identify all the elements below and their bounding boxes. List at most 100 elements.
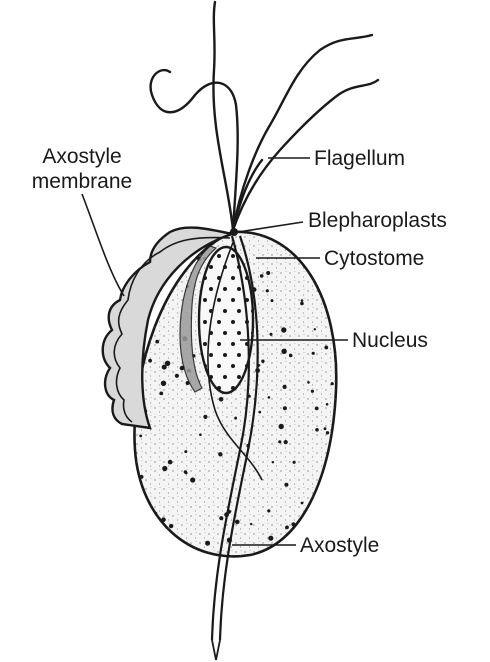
cell-granule (301, 502, 304, 505)
cell-granule (155, 312, 158, 315)
cell-granule (268, 396, 271, 399)
chromatin-dot (231, 320, 235, 324)
cell-granule (161, 381, 166, 386)
cell-granule (199, 433, 202, 436)
chromatin-dot (217, 254, 221, 258)
cell-granule (279, 424, 284, 429)
cell-granule (218, 452, 222, 456)
cell-granule (324, 427, 327, 430)
cell-granule (184, 450, 187, 453)
chromatin-dot (209, 265, 213, 269)
cell-granule (139, 435, 142, 438)
label-flagellum: Flagellum (314, 146, 405, 171)
cell-granule (283, 406, 287, 410)
cell-granule (205, 541, 210, 546)
cell-granule (234, 417, 237, 420)
chromatin-dot (237, 353, 241, 357)
axostyle-membrane-leader (82, 194, 124, 296)
chromatin-dot (231, 342, 235, 346)
label-cytostome: Cytostome (324, 246, 424, 271)
chromatin-dot (231, 276, 235, 280)
cell-granule (281, 349, 286, 354)
cell-granule (315, 428, 319, 432)
cell-granule (278, 440, 281, 443)
label-axostyle-membrane-line2: membrane (18, 169, 146, 194)
flagellum-2 (151, 70, 238, 230)
chromatin-dot (203, 298, 207, 302)
cell-granule (260, 274, 264, 278)
cell-granule (312, 352, 315, 355)
cell-granule (161, 517, 166, 522)
chromatin-dot (223, 375, 227, 379)
blepharoplasts (230, 228, 238, 236)
flagellum-1 (213, 2, 233, 230)
chromatin-dot (237, 331, 241, 335)
cell-granule (162, 466, 167, 471)
cell-granule (285, 526, 289, 530)
cell-granule (266, 289, 269, 292)
flagellum-3 (233, 35, 372, 230)
cell-granule (311, 390, 314, 393)
cell-granule (270, 333, 273, 336)
cell-granule (326, 431, 329, 434)
flagella (151, 2, 378, 230)
nucleus (199, 247, 253, 393)
chromatin-dot (237, 375, 241, 379)
cell-granule (154, 526, 157, 529)
cell-granule (281, 327, 286, 332)
cell-granule (291, 522, 295, 526)
cell-granule (140, 475, 144, 479)
chromatin-dot (223, 331, 227, 335)
cell-granule (190, 477, 195, 482)
cell-granule (283, 385, 287, 389)
cell-granule (148, 359, 152, 363)
chromatin-dot (217, 298, 221, 302)
cell-granule (315, 407, 319, 411)
cell-granule (169, 524, 173, 528)
cell-granule (272, 461, 274, 463)
cell-granule (168, 460, 173, 465)
cell-granule (300, 302, 304, 306)
cell-granule (331, 382, 334, 385)
cell-granule (268, 536, 273, 541)
chromatin-dot (231, 364, 235, 368)
cell-granule (219, 516, 223, 520)
cell-granule (271, 299, 274, 302)
chromatin-dot (217, 320, 221, 324)
chromatin-dot (231, 298, 235, 302)
cell-granule (284, 483, 288, 487)
cell-granule (307, 381, 310, 384)
cell-granule (235, 520, 240, 525)
label-axostyle-membrane: Axostyle membrane (18, 144, 146, 194)
blepharoplasts-leader (238, 222, 303, 232)
cell-granule (259, 411, 262, 414)
chromatin-dot (217, 364, 221, 368)
chromatin-dot (223, 353, 227, 357)
chromatin-dot (217, 342, 221, 346)
cell-granule (326, 526, 331, 531)
cell-granule (284, 440, 288, 444)
chromatin-dot (237, 287, 241, 291)
chromatin-dot (231, 254, 235, 258)
cell-granule (332, 446, 335, 449)
chromatin-dot (209, 353, 213, 357)
label-axostyle: Axostyle (300, 533, 379, 558)
chromatin-dot (223, 287, 227, 291)
cell-granule (326, 403, 329, 406)
chromatin-dot (203, 342, 207, 346)
cell-granule (165, 361, 170, 366)
cell-granule (323, 489, 327, 493)
cell-granule (250, 523, 252, 525)
chromatin-dot (203, 320, 207, 324)
cell-granule (147, 529, 153, 535)
cell-granule (324, 346, 328, 350)
cell-granule (289, 354, 293, 358)
cell-granule (175, 374, 179, 378)
chromatin-dot (223, 309, 227, 313)
label-axostyle-membrane-line1: Axostyle (18, 144, 146, 169)
cell-granule (301, 299, 304, 302)
cell-granule (159, 392, 163, 396)
chromatin-dot (209, 287, 213, 291)
label-nucleus: Nucleus (352, 328, 428, 353)
